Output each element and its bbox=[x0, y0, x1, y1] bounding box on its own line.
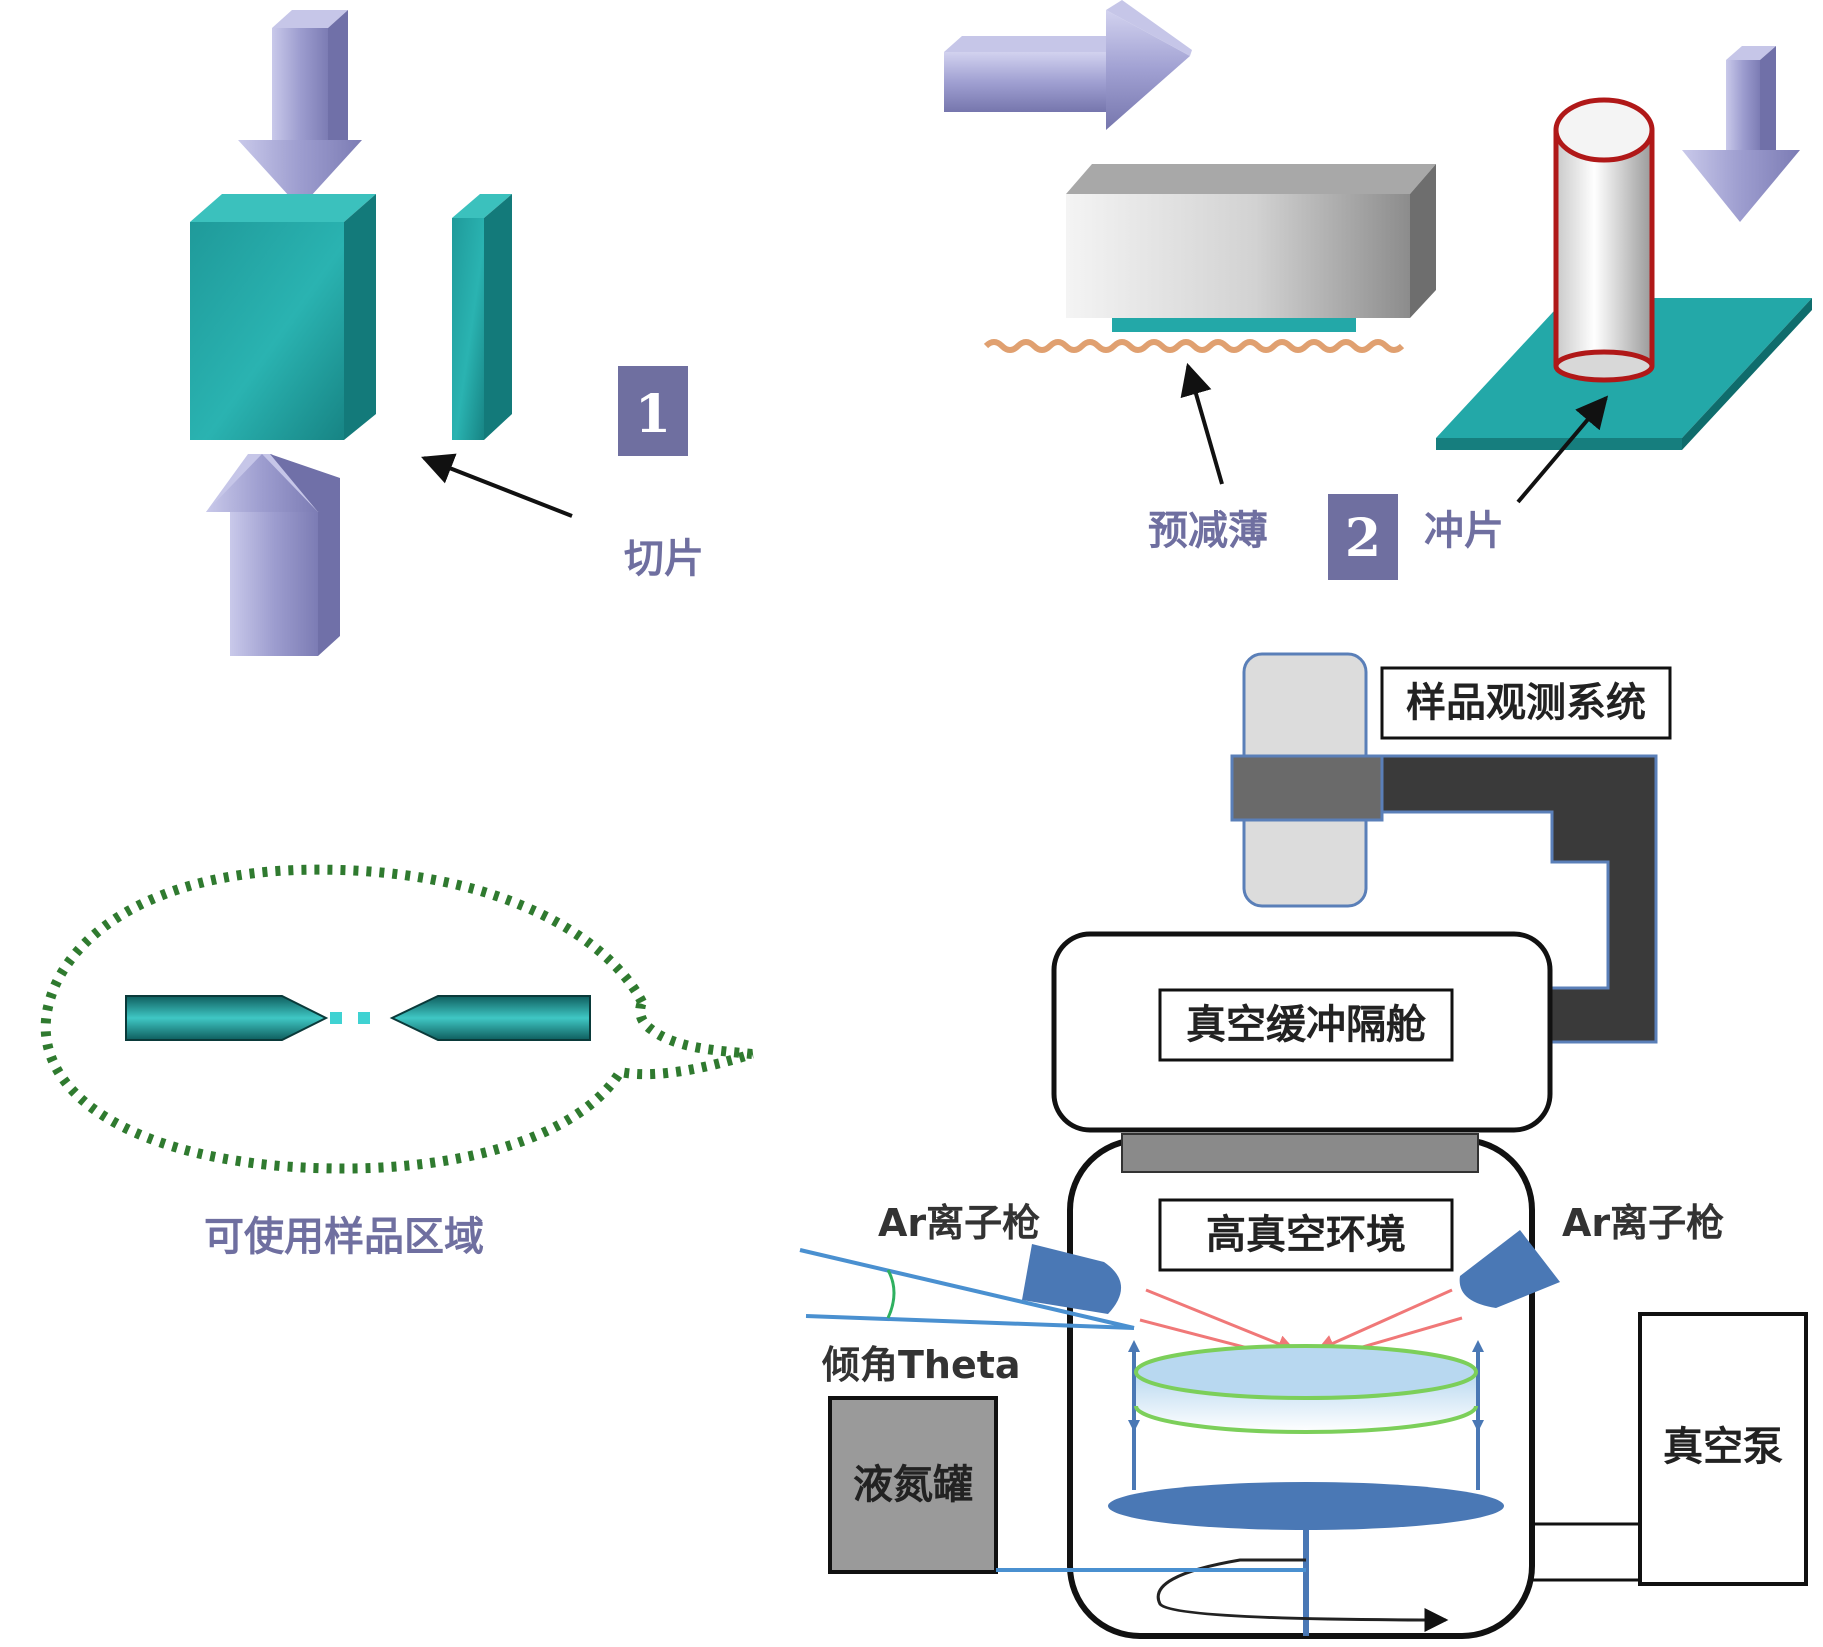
label-observation-system: 样品观测系统 bbox=[1406, 679, 1646, 726]
step-badge-2 bbox=[1328, 494, 1398, 580]
push-arrow-right bbox=[944, 0, 1192, 130]
perforation-dot-2 bbox=[358, 1012, 370, 1024]
panel-ion-mill: 样品观测系统 真空缓冲隔舱 高真空环境 Ar离子枪 Ar离子枪 倾角Theta bbox=[799, 652, 1808, 1639]
label-buffer-chamber: 真空缓冲隔舱 bbox=[1186, 1001, 1426, 1048]
box-buffer-chamber bbox=[1158, 988, 1454, 1062]
tilt-line-upper bbox=[799, 1248, 1135, 1330]
magnify-callout bbox=[40, 864, 754, 1174]
microscope-arm bbox=[1376, 754, 1658, 1044]
label-ar-gun-right: Ar离子枪 bbox=[1562, 1201, 1724, 1245]
pointer-arrow-punch bbox=[1516, 395, 1609, 504]
vacuum-pump bbox=[1638, 1312, 1808, 1586]
step-number-1: 1 bbox=[635, 384, 671, 445]
label-high-vacuum: 高真空环境 bbox=[1206, 1211, 1406, 1258]
label-ar-gun-left: Ar离子枪 bbox=[878, 1201, 1040, 1245]
tilt-line-lower bbox=[805, 1314, 1135, 1330]
label-tilt-angle: 倾角Theta bbox=[821, 1343, 1021, 1387]
box-high-vacuum bbox=[1158, 1198, 1454, 1272]
label-cut: 切片 bbox=[624, 536, 704, 582]
label-vacuum-pump: 真空泵 bbox=[1663, 1423, 1783, 1470]
label-prethin: 预减薄 bbox=[1148, 508, 1268, 554]
panel-usable-area: 可使用样品区域 bbox=[40, 864, 754, 1260]
pointer-arrow-prethin bbox=[1180, 362, 1224, 485]
label-punch: 冲片 bbox=[1424, 508, 1504, 554]
pointer-arrow-cut bbox=[421, 453, 573, 518]
label-usable-area: 可使用样品区域 bbox=[204, 1214, 484, 1260]
tilt-angle-arc bbox=[886, 1269, 896, 1319]
chamber-valve bbox=[1121, 1133, 1479, 1173]
thinned-sample-right bbox=[389, 995, 591, 1041]
punch-cylinder bbox=[1553, 97, 1655, 383]
press-arrow-top bbox=[238, 10, 362, 208]
box-observation-system bbox=[1380, 666, 1672, 740]
grinding-block bbox=[1066, 164, 1436, 332]
label-ln2-tank: 液氮罐 bbox=[853, 1461, 973, 1508]
sample-block bbox=[190, 194, 376, 440]
thinned-sample-left bbox=[125, 995, 329, 1041]
panel-cutting: 1 切片 bbox=[190, 10, 704, 656]
panel-thinning: 预减薄 2 冲片 bbox=[944, 0, 1812, 580]
step-number-2: 2 bbox=[1345, 508, 1381, 569]
perforation-dot-1 bbox=[330, 1012, 342, 1024]
microscope-collar bbox=[1230, 754, 1384, 822]
sample-stage bbox=[1108, 1340, 1504, 1636]
ln2-tank bbox=[828, 1396, 998, 1574]
ar-ion-gun-left bbox=[1022, 1244, 1122, 1314]
punch-arrow-down bbox=[1682, 46, 1800, 222]
press-arrow-bottom bbox=[206, 454, 340, 656]
ar-ion-gun-right bbox=[1459, 1230, 1560, 1308]
abrasive-paper bbox=[983, 339, 1405, 353]
step-badge-1 bbox=[618, 366, 688, 456]
cut-slice bbox=[452, 194, 512, 440]
